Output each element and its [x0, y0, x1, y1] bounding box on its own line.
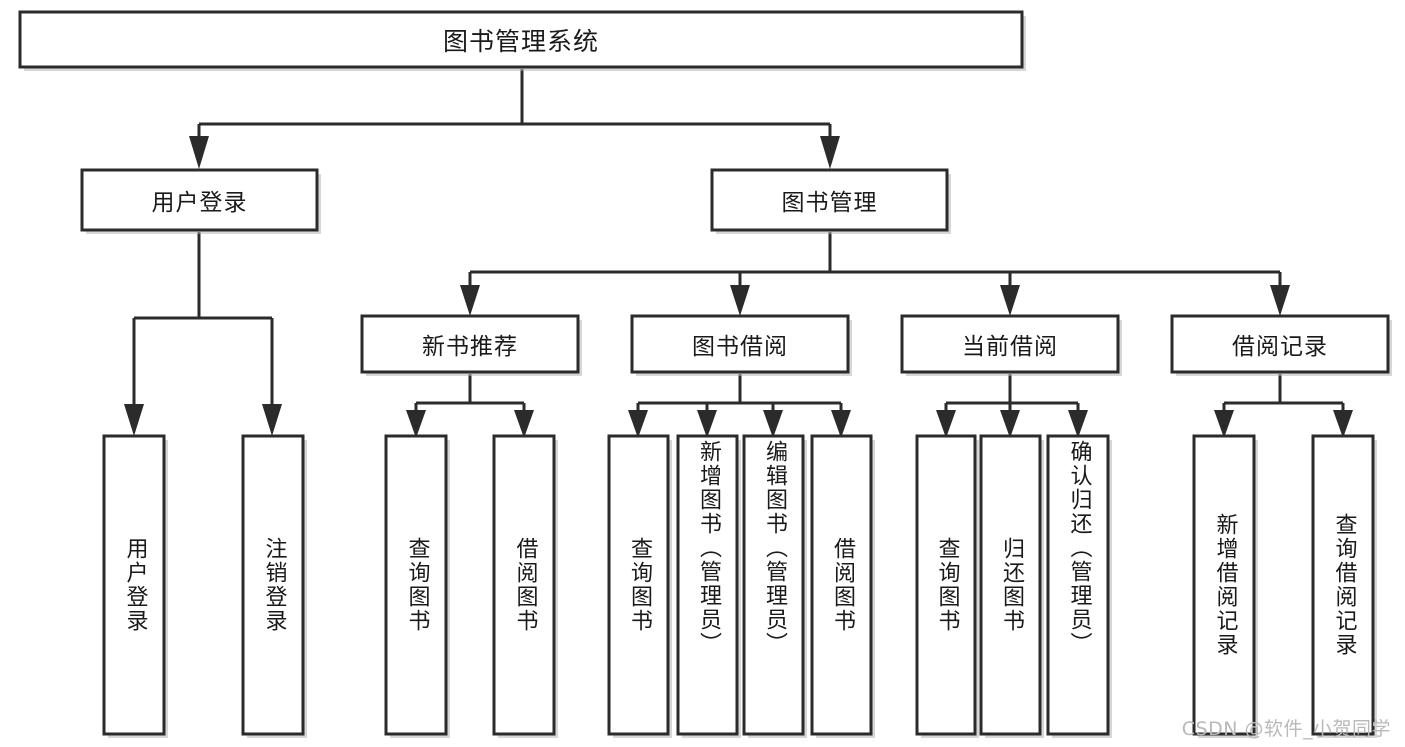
node-box-leaf-query-record[interactable]: [1311, 434, 1375, 736]
node-box-leaf-query-book-1[interactable]: [384, 434, 448, 736]
node-box-user-login[interactable]: [80, 168, 319, 232]
arrow-head-leaf-edit-book: [763, 410, 783, 438]
arrow-head-new-book-recommend: [460, 285, 480, 316]
node-box-current-borrow[interactable]: [900, 314, 1120, 374]
arrow-head-book-borrow: [730, 285, 750, 316]
node-box-leaf-query-book-2[interactable]: [607, 434, 670, 736]
node-box-root[interactable]: [18, 10, 1024, 69]
arrow-head-current-borrow: [1000, 285, 1020, 316]
node-box-leaf-query-book-3[interactable]: [915, 434, 977, 736]
arrow-head-leaf-query-record: [1333, 410, 1353, 438]
node-box-leaf-logout-login[interactable]: [241, 434, 305, 736]
node-box-layer: [18, 10, 1392, 738]
arrow-head-leaf-confirm-return: [1068, 410, 1088, 438]
arrow-head-leaf-add-book: [697, 410, 717, 438]
node-box-leaf-borrow-book-2[interactable]: [810, 434, 873, 736]
watermark-text: CSDN @软件_小贺同学: [1181, 718, 1391, 740]
arrow-head-leaf-user-login: [124, 404, 144, 436]
node-box-book-borrow[interactable]: [630, 314, 850, 374]
arrow-head-leaf-add-record: [1214, 410, 1234, 438]
node-box-leaf-borrow-book-1[interactable]: [492, 434, 556, 736]
node-box-leaf-edit-book[interactable]: [742, 434, 805, 736]
node-box-new-book-recommend[interactable]: [360, 314, 580, 374]
arrow-head-leaf-borrow-book-1: [514, 410, 534, 438]
arrow-head-user-login: [189, 136, 209, 169]
node-box-borrow-record[interactable]: [1170, 314, 1390, 374]
node-box-leaf-confirm-return[interactable]: [1046, 434, 1110, 736]
node-box-leaf-user-login[interactable]: [102, 434, 166, 736]
arrow-head-leaf-query-book-3: [936, 410, 956, 438]
connector-layer: [124, 69, 1353, 438]
arrow-head-leaf-query-book-2: [628, 410, 648, 438]
node-box-leaf-add-book[interactable]: [676, 434, 739, 736]
arrow-head-borrow-record: [1270, 285, 1290, 316]
arrow-head-leaf-return-book: [1000, 410, 1020, 438]
node-box-leaf-return-book[interactable]: [979, 434, 1042, 736]
arrow-head-book-management: [820, 136, 840, 169]
node-box-book-management[interactable]: [710, 168, 949, 232]
arrow-head-leaf-logout-login: [262, 404, 282, 436]
arrow-head-leaf-borrow-book-2: [831, 410, 851, 438]
arrow-head-leaf-query-book-1: [406, 410, 426, 438]
node-box-leaf-add-record[interactable]: [1192, 434, 1256, 736]
